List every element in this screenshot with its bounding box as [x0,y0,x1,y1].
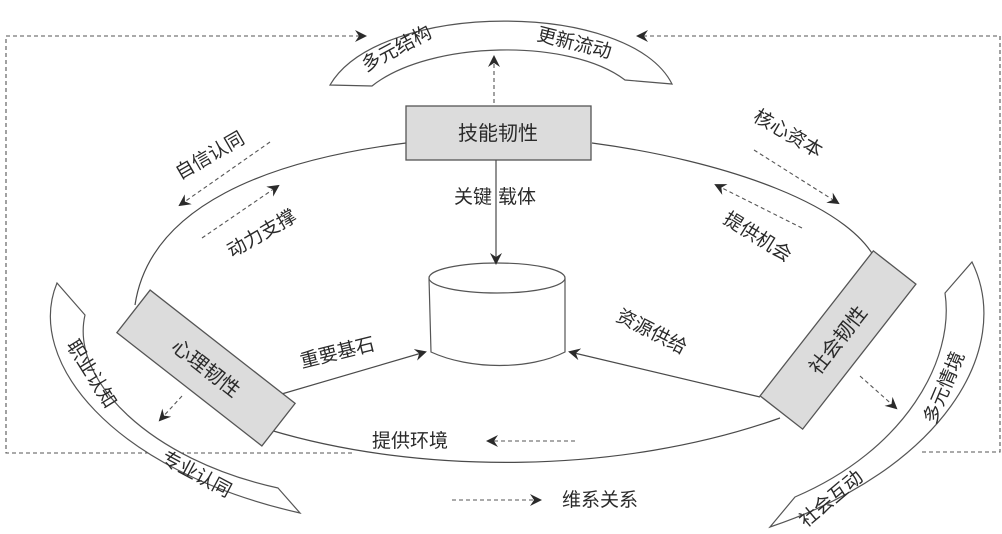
ellipse-top-left-arc [134,142,407,306]
ellipse-top-right-arc [591,142,881,271]
ellipse-ring [134,142,881,463]
skill-to-center-label: 关键 载体 [454,186,536,208]
psych-to-center-line [267,349,427,399]
social-to-center-line [568,348,761,398]
ellipse-bottom-arc [269,417,781,463]
bottom-out-label: 维系关系 [562,489,638,511]
top-right-out-label: 核心资本 [750,105,827,162]
skill-node: 技能韧性 关键 载体 [405,105,592,265]
top-left-in-label: 动力支撑 [224,205,301,262]
left-feedback-line [5,30,367,454]
skill-node-label: 技能韧性 [458,121,538,145]
right-feedback-line [636,30,1001,453]
social-node: 社会韧性 [759,249,917,431]
top-left-in-arrow [201,184,280,239]
top-left-out-arrow [178,141,271,207]
psych-node: 心理韧性 [115,289,297,447]
top-left-out-label: 自信认同 [172,127,249,184]
center-cylinder [428,262,566,367]
social-to-right-band-arrow [859,375,898,410]
psych-to-left-band-arrow [158,395,183,422]
top-right-in-arrow [714,184,803,229]
top-right-in-label: 提供机会 [719,208,795,267]
psych-to-center-label: 重要基石 [298,333,377,373]
top-right-out-arrow [753,149,840,205]
bottom-in-label: 提供环境 [372,430,448,452]
social-to-center-label: 资源供给 [613,305,691,359]
top-band: 多元结构 更新流动 [328,20,674,103]
outer-feedback-loop [5,30,1001,454]
